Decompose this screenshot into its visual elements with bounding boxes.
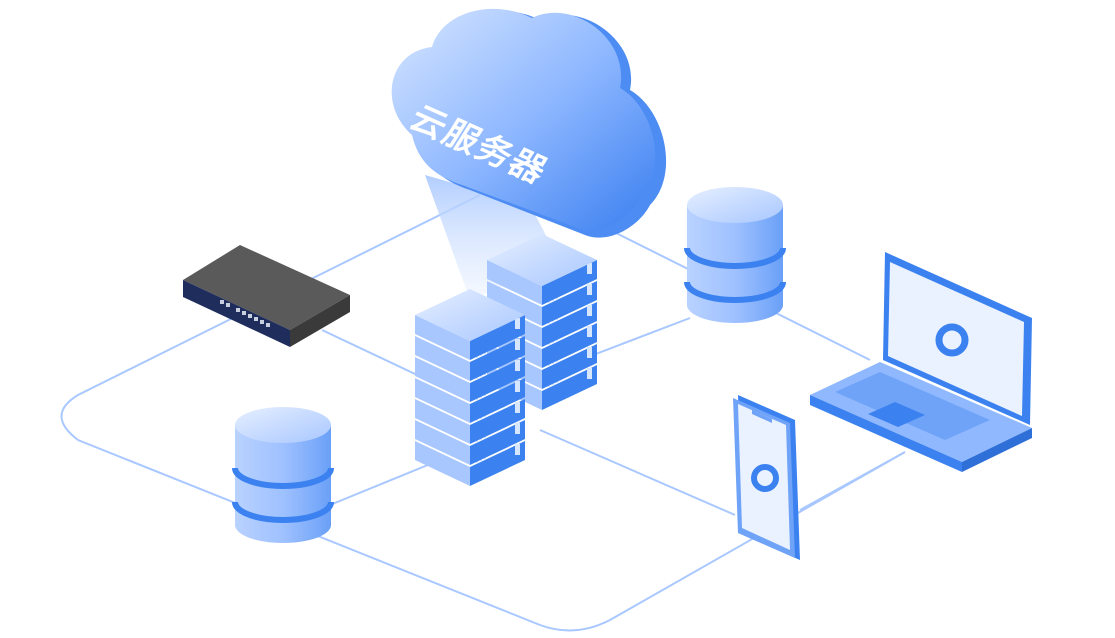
server-unit-front (542, 323, 597, 368)
server-unit-side (415, 441, 470, 486)
status-led-icon (556, 318, 558, 320)
server-unit-front (470, 420, 525, 465)
server-unit-front (470, 336, 525, 381)
server-unit-side (415, 399, 470, 444)
drive-bay-icon (587, 347, 592, 358)
status-led-icon (552, 299, 554, 301)
server-unit-front (542, 260, 597, 305)
server-unit-front (542, 365, 597, 410)
cloud-icon (391, 8, 667, 238)
status-led-icon (476, 377, 478, 379)
status-led-icon (480, 417, 482, 419)
server-unit-front (470, 399, 525, 444)
server-unit-front (470, 357, 525, 402)
status-led-icon (476, 419, 478, 421)
status-led-icon (548, 385, 550, 387)
status-led-icon (480, 375, 482, 377)
router-device (183, 245, 350, 347)
database-icon-left (232, 407, 334, 543)
status-led-icon (484, 373, 486, 375)
status-led-icon (480, 459, 482, 461)
status-led-icon (548, 322, 550, 324)
status-led-icon (556, 381, 558, 383)
server-unit-front (542, 302, 597, 347)
drive-bay-icon (515, 381, 520, 392)
server-top (415, 289, 525, 341)
server-top (487, 234, 597, 286)
status-led-icon (556, 297, 558, 299)
laptop-device (810, 252, 1032, 472)
server-unit-side (415, 336, 470, 381)
status-led-icon (476, 461, 478, 463)
server-unit-front (470, 441, 525, 486)
drive-bay-icon (515, 402, 520, 413)
app-logo-icon (751, 464, 779, 492)
status-led-icon (552, 362, 554, 364)
server-unit-side (415, 315, 470, 360)
drive-bay-icon (587, 326, 592, 337)
drive-bay-icon (587, 305, 592, 316)
status-led-icon (484, 457, 486, 459)
status-led-icon (476, 440, 478, 442)
drive-bay-icon (515, 318, 520, 329)
server-unit-side (487, 281, 542, 326)
server-unit-front (470, 378, 525, 423)
status-led-icon (556, 339, 558, 341)
status-led-icon (548, 343, 550, 345)
server-unit-front (542, 281, 597, 326)
server-unit-side (415, 378, 470, 423)
server-unit-front (542, 344, 597, 389)
drive-bay-icon (587, 263, 592, 274)
drive-bay-icon (515, 444, 520, 455)
server-unit-front (470, 315, 525, 360)
status-led-icon (484, 352, 486, 354)
drive-bay-icon (515, 339, 520, 350)
server-racks (415, 234, 597, 486)
phone-device (733, 395, 800, 560)
status-led-icon (480, 354, 482, 356)
status-led-icon (484, 415, 486, 417)
server-unit-side (415, 420, 470, 465)
drive-bay-icon (515, 423, 520, 434)
status-led-icon (480, 396, 482, 398)
status-led-icon (476, 356, 478, 358)
status-led-icon (480, 438, 482, 440)
status-led-icon (552, 341, 554, 343)
database-icon-right (684, 187, 786, 323)
drive-bay-icon (515, 360, 520, 371)
status-led-icon (548, 301, 550, 303)
app-logo-icon (935, 323, 969, 357)
server-unit-side (487, 260, 542, 305)
status-led-icon (476, 398, 478, 400)
drive-bay-icon (587, 284, 592, 295)
status-led-icon (552, 320, 554, 322)
drive-bay-icon (587, 368, 592, 379)
status-led-icon (552, 383, 554, 385)
status-led-icon (484, 436, 486, 438)
status-led-icon (548, 364, 550, 366)
status-led-icon (556, 360, 558, 362)
status-led-icon (484, 394, 486, 396)
server-unit-side (415, 357, 470, 402)
